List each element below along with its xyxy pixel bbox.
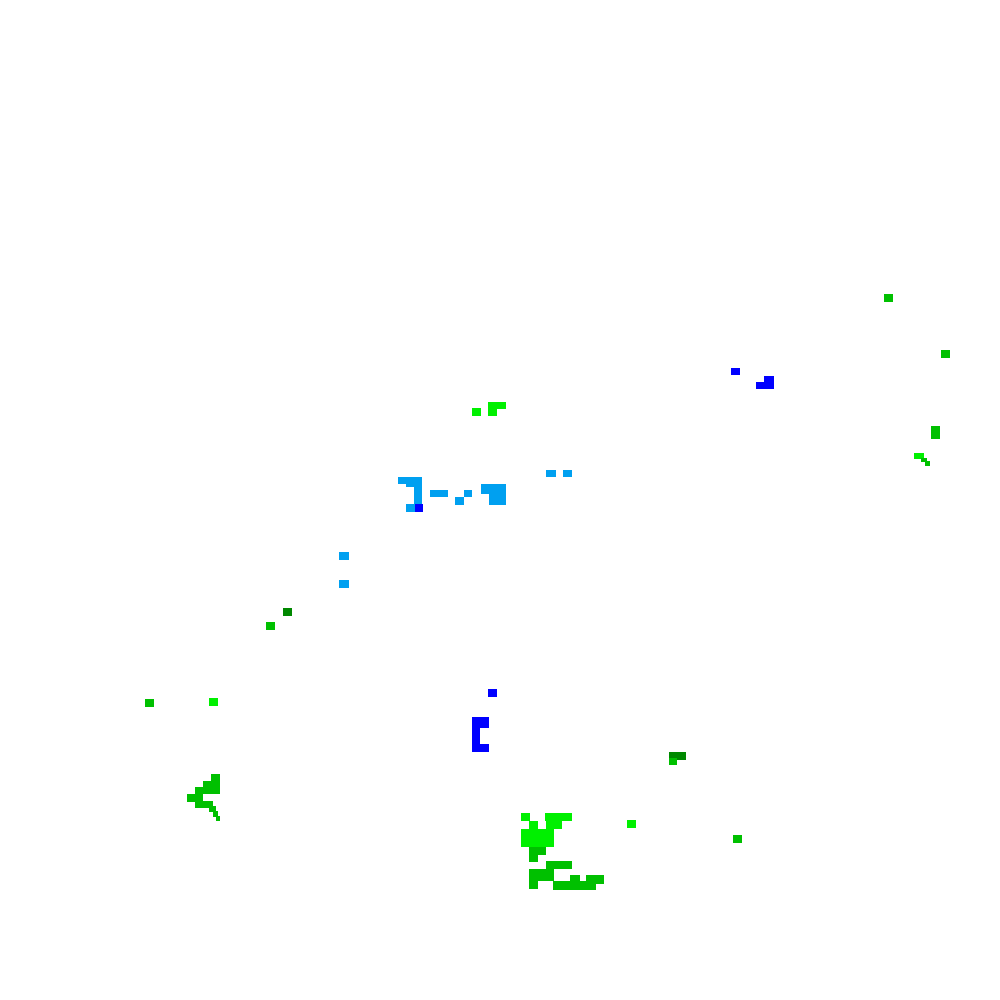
cluster-south-green-patch (521, 813, 530, 821)
cluster-south-blue-patch (472, 728, 480, 744)
cluster-center-green-patch (472, 408, 481, 416)
cluster-sw-green (187, 774, 220, 821)
cluster-south-green-patch (586, 875, 604, 884)
cluster-center-lightblue-patch (430, 490, 448, 497)
cluster-ne-green (884, 294, 950, 466)
cluster-south-green-patch (545, 813, 572, 821)
cluster-ne-green-patch (914, 453, 924, 459)
cluster-south-green-patch (733, 835, 742, 843)
cluster-center-lightblue-patch (489, 494, 506, 505)
cluster-ne-green-patch (884, 294, 893, 302)
cluster-south-blue-patch (472, 744, 489, 752)
cluster-ne-green-patch (921, 458, 927, 462)
cluster-center-lightblue-patch (339, 580, 349, 588)
cluster-center-green-patch (488, 402, 497, 416)
cluster-south-green-patch (546, 821, 562, 829)
cluster-ne-green-patch (941, 350, 950, 358)
cluster-west-green-patch (145, 699, 154, 707)
cluster-south-green-patch (529, 855, 538, 862)
cluster-ne-blue-patch (764, 376, 774, 389)
cluster-center-lightblue-patch (406, 504, 416, 512)
cluster-south-green-patch (529, 879, 538, 889)
cluster-center-green (472, 402, 506, 416)
cluster-south-blue (415, 504, 497, 752)
cluster-center-lightblue-patch (546, 470, 556, 477)
cluster-south-blue-patch (472, 717, 489, 728)
cluster-west-green-patch (209, 698, 218, 706)
cluster-west-green (145, 608, 292, 707)
cluster-ne-blue-patch (756, 382, 765, 389)
cluster-center-lightblue-patch (414, 487, 422, 504)
cluster-ne-blue-patch (731, 368, 740, 375)
cluster-center-lightblue (339, 470, 572, 588)
cluster-center-lightblue-patch (339, 552, 349, 560)
cluster-south-green-patch (553, 881, 596, 890)
cluster-south-green (521, 752, 742, 890)
cluster-west-green-patch (283, 608, 292, 616)
cluster-center-lightblue-patch (563, 470, 572, 477)
cluster-south-blue-patch (415, 504, 423, 512)
cluster-south-green-patch (546, 861, 572, 869)
cluster-south-blue-patch (488, 689, 497, 697)
cluster-south-green-patch (529, 847, 546, 855)
cluster-south-green-patch (529, 869, 554, 881)
cluster-ne-green-patch (925, 461, 930, 466)
cluster-sw-green-patch (187, 794, 203, 802)
cluster-sw-green-patch (213, 811, 218, 817)
cluster-sw-green-patch (203, 781, 213, 794)
cluster-ne-blue (731, 368, 774, 389)
cluster-sw-green-patch (195, 787, 205, 794)
cluster-center-lightblue-patch (398, 477, 408, 484)
cluster-sw-green-patch (195, 801, 213, 808)
cluster-sw-green-patch (216, 816, 220, 821)
cluster-south-green-patch (627, 820, 636, 828)
cluster-sw-green-patch (211, 774, 220, 794)
cluster-center-lightblue-patch (406, 477, 422, 487)
cluster-sw-green-patch (209, 806, 216, 812)
cluster-south-green-patch (521, 829, 554, 847)
cluster-south-green-patch (669, 752, 686, 760)
cluster-center-lightblue-patch (464, 490, 472, 497)
cluster-south-green-patch (570, 875, 580, 883)
cluster-south-green-patch (529, 821, 538, 829)
cluster-center-lightblue-patch (481, 484, 506, 494)
cluster-center-lightblue-patch (455, 497, 464, 505)
cluster-south-green-patch (669, 758, 677, 765)
cluster-west-green-patch (266, 622, 275, 630)
cluster-ne-green-patch (931, 426, 940, 439)
